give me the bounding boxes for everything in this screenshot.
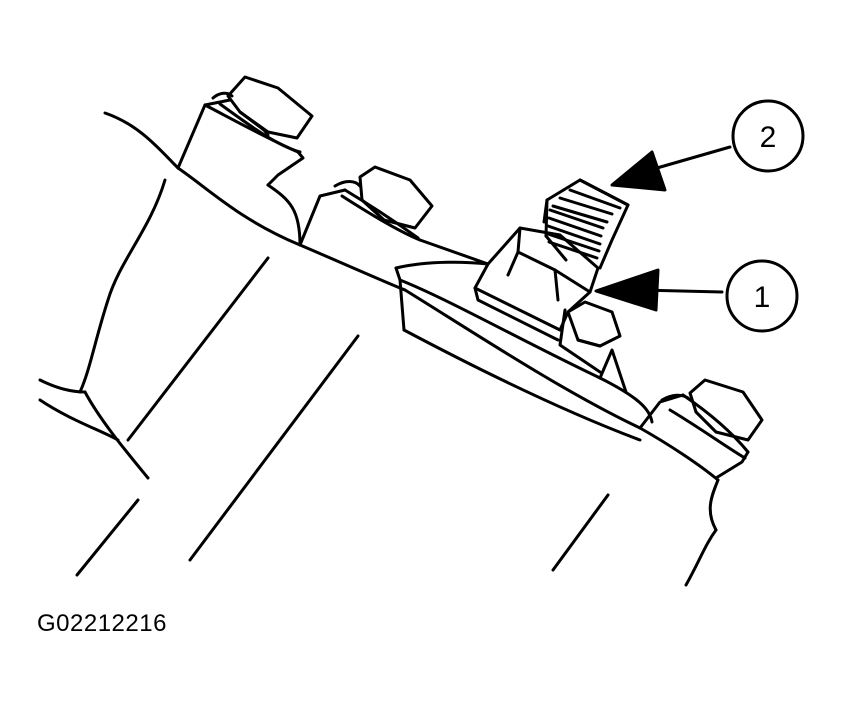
- callout-2-arrowhead: [610, 150, 667, 192]
- figure-code: G02212216: [37, 610, 167, 637]
- callout-2-label: 2: [760, 121, 777, 154]
- callout-1: 1: [594, 259, 799, 333]
- callout-2: 2: [610, 99, 805, 192]
- sensor-threaded-stem: [542, 178, 630, 270]
- callout-1-label: 1: [754, 281, 771, 314]
- callout-2-circle: [731, 99, 805, 173]
- housing-body: [38, 111, 720, 587]
- flange-bolt-3: [638, 378, 764, 480]
- flange-bolt-2: [266, 165, 490, 266]
- callout-1-circle: [725, 259, 799, 333]
- flange-bolt-1: [176, 75, 314, 187]
- callout-1-arrowhead: [594, 268, 660, 312]
